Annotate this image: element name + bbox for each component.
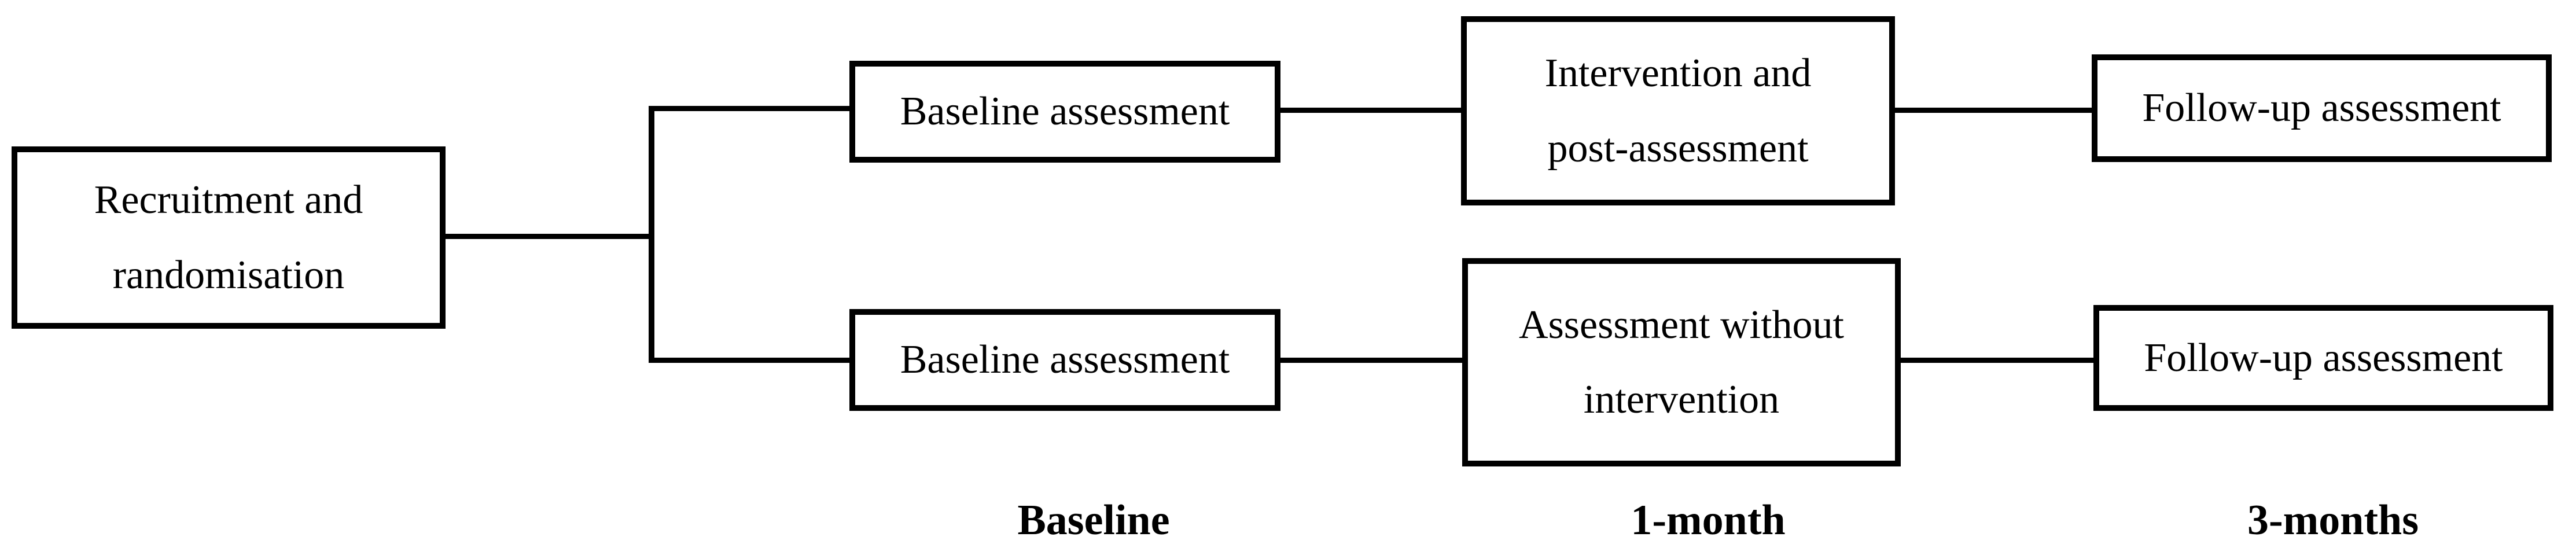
node-baseline-assessment-top: Baseline assessment — [849, 61, 1280, 163]
node-followup-assessment-bottom: Follow-up assessment — [2093, 305, 2553, 411]
timeline-label-3-months: 3-months — [2247, 497, 2419, 544]
connector-branch-trunk — [649, 106, 654, 363]
node-intervention-post-assessment: Intervention and post-assessment — [1461, 16, 1895, 205]
node-baseline-top-label: Baseline assessment — [900, 89, 1230, 134]
connector-baseline-to-control — [1280, 358, 1462, 363]
node-control-line1: Assessment without — [1519, 302, 1844, 347]
node-recruitment-line2: randomisation — [112, 252, 345, 297]
node-intervention-line1: Intervention and — [1544, 51, 1812, 95]
node-recruitment-randomisation: Recruitment and randomisation — [12, 146, 446, 329]
connector-baseline-to-intervention — [1280, 108, 1461, 113]
node-followup-assessment-top: Follow-up assessment — [2092, 54, 2552, 162]
timeline-label-1-month: 1-month — [1631, 497, 1786, 544]
connector-recruitment-to-trunk — [446, 234, 654, 239]
connector-control-to-followup — [1901, 358, 2093, 363]
timeline-label-baseline: Baseline — [1017, 497, 1170, 544]
node-baseline-bottom-label: Baseline assessment — [900, 337, 1230, 383]
node-intervention-line2: post-assessment — [1547, 126, 1809, 171]
node-recruitment-line1: Recruitment and — [94, 178, 363, 222]
node-control-line2: intervention — [1583, 377, 1780, 422]
node-assessment-without-intervention: Assessment without intervention — [1462, 258, 1901, 466]
connector-trunk-to-baseline-top — [649, 106, 849, 111]
connector-intervention-to-followup — [1895, 108, 2092, 113]
node-followup-bottom-label: Follow-up assessment — [2144, 335, 2503, 380]
node-baseline-assessment-bottom: Baseline assessment — [849, 309, 1280, 411]
node-followup-top-label: Follow-up assessment — [2142, 86, 2501, 131]
connector-trunk-to-baseline-bottom — [649, 358, 849, 363]
